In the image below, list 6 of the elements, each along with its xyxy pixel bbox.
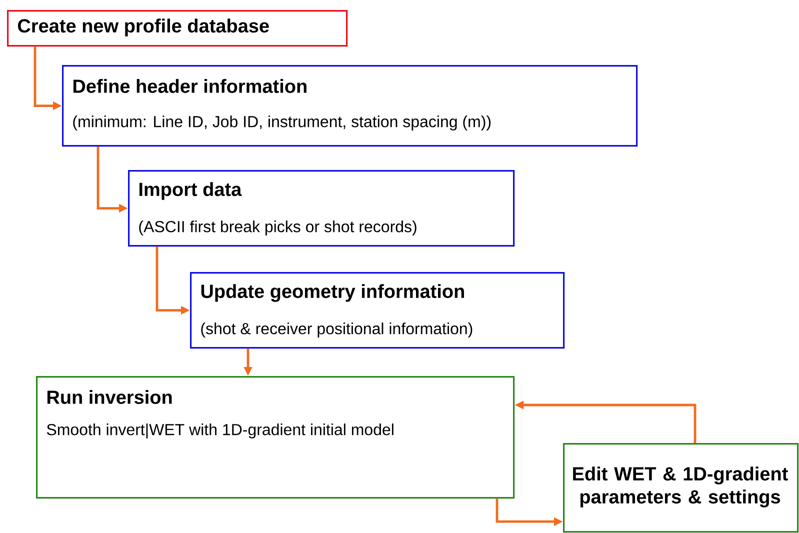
process-box: Update geometry information (shot & receiver positional information) <box>190 272 565 349</box>
process-box: Edit WET & 1D-gradient parameters & settings <box>563 443 799 533</box>
process-box: Define header information (minimum: Line ID, Job ID, instrument, station spacing (m)) <box>62 65 638 147</box>
process-box: Import data (ASCII first break picks or shot records) <box>128 170 515 247</box>
process-box: Run inversion Smooth invert|WET with 1D-gradient initial model <box>36 376 515 499</box>
process-box: Create new profile database <box>7 10 348 47</box>
